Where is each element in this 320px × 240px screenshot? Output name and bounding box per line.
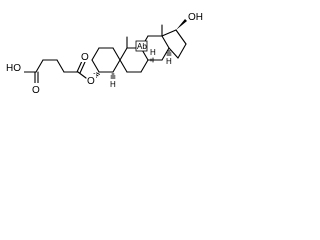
- chemical-structure: OH O O O HO H H: [5, 10, 205, 96]
- ring-d-bonds: [161, 29, 187, 59]
- h5-label: H: [110, 80, 116, 89]
- stereo-box: [135, 40, 148, 52]
- wedge-bond-17: [176, 19, 187, 30]
- succinate-chain-bonds: [21, 59, 87, 79]
- hash-bond-8: [150, 57, 154, 63]
- ring-b-bonds: [119, 47, 149, 73]
- ring-a-bonds: [91, 47, 121, 73]
- hash-bond-14: [166, 50, 172, 56]
- acid-hydroxyl-label: HO: [6, 63, 21, 74]
- stereo-box-label: Ab: [137, 42, 147, 51]
- hydroxyl-label: OH: [188, 12, 203, 23]
- hash-bond-5: [110, 73, 116, 79]
- acid-carbonyl-double-bond: [34, 71, 39, 84]
- ester-carbonyl-oxygen-label: O: [81, 52, 89, 63]
- ester-oxygen-label: O: [87, 76, 95, 87]
- h8-label: H: [150, 48, 156, 57]
- ester-carbonyl-double-bond: [76, 60, 86, 74]
- h14-label: H: [166, 57, 172, 66]
- methyl-bonds: [126, 24, 163, 49]
- acid-carbonyl-oxygen-label: O: [32, 85, 40, 96]
